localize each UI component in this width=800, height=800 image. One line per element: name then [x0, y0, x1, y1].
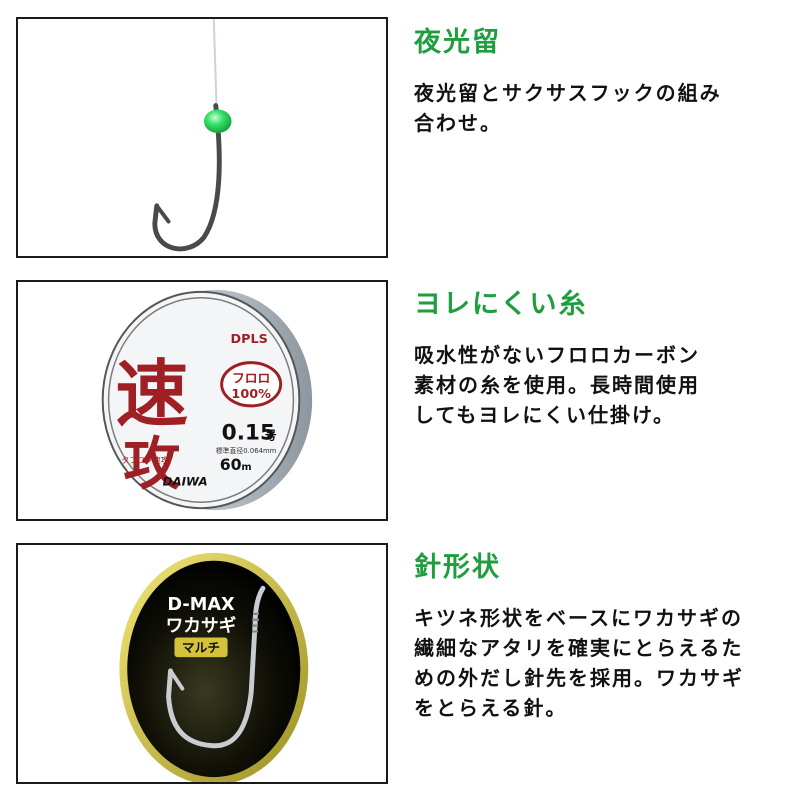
feature-image-glow-bead-hook	[16, 17, 388, 258]
feature-title: ヨレにくい糸	[414, 289, 588, 320]
spool-size: 0.15	[222, 420, 275, 445]
hook-wire	[166, 585, 266, 749]
hook-point	[168, 668, 185, 691]
glow-bead	[203, 109, 232, 134]
hook-shank	[152, 103, 222, 252]
badge-subtitle: ワカサギ	[166, 616, 237, 637]
feature-title: 夜光留	[414, 27, 501, 58]
spool-diameter: 標準直径0.064mm	[216, 446, 277, 455]
badge-tag-label: マルチ	[182, 641, 220, 656]
feature-title: 針形状	[414, 552, 501, 583]
spool-face	[101, 290, 301, 510]
feature-description: キツネ形状をベースにワカサギの 繊細なアタリを確実にとらえるた めの外だし針先を…	[414, 606, 744, 720]
feature-glow-bead: 夜光留 夜光留とサクサスフックの組み 合わせ。	[414, 24, 786, 138]
spool-kanji-1: 速	[115, 353, 188, 438]
feature-description: 吸水性がないフロロカーボン 素材の糸を使用。長時間使用 してもヨレにくい仕掛け。	[414, 343, 700, 427]
fishing-line	[212, 19, 218, 114]
spool-product-name: タフロン速攻	[121, 455, 168, 465]
spool-series: DPLS	[231, 332, 268, 347]
badge-tag	[174, 637, 228, 658]
badge-title: D-MAX	[167, 595, 235, 615]
spool-inner-ring	[107, 296, 295, 504]
feature-hook-shape: 針形状 キツネ形状をベースにワカサギの 繊細なアタリを確実にとらえるた めの外だ…	[414, 549, 786, 723]
spool-illustration: DPLS 速 攻 攻 フロロ 100% 0.15 号 標準直径0.064mm タ…	[101, 289, 313, 511]
hook-badge-illustration: D-MAX ワカサギ マルチ	[119, 552, 309, 782]
daiwa-logo: DAIWA	[163, 475, 208, 489]
spool-size-unit: 号	[265, 428, 277, 442]
hook-barb	[154, 203, 171, 224]
spool-length: 60	[220, 455, 242, 474]
spool-length-unit: m	[241, 462, 251, 473]
hook-line-wrap	[252, 612, 260, 633]
fluoro-badge-line2: 100%	[231, 387, 271, 402]
feature-description: 夜光留とサクサスフックの組み 合わせ。	[414, 81, 722, 135]
spool-kanji-2-visible: 攻	[123, 431, 181, 498]
fluoro-badge-line1: フロロ	[232, 371, 270, 386]
fluoro-badge	[220, 361, 283, 408]
hook-illustration	[152, 19, 232, 252]
feature-line: ヨレにくい糸 吸水性がないフロロカーボン 素材の糸を使用。長時間使用 してもヨレ…	[414, 286, 786, 430]
feature-image-hook-badge: D-MAX ワカサギ マルチ	[16, 543, 388, 784]
feature-image-line-spool: DPLS 速 攻 攻 フロロ 100% 0.15 号 標準直径0.064mm タ…	[16, 280, 388, 521]
